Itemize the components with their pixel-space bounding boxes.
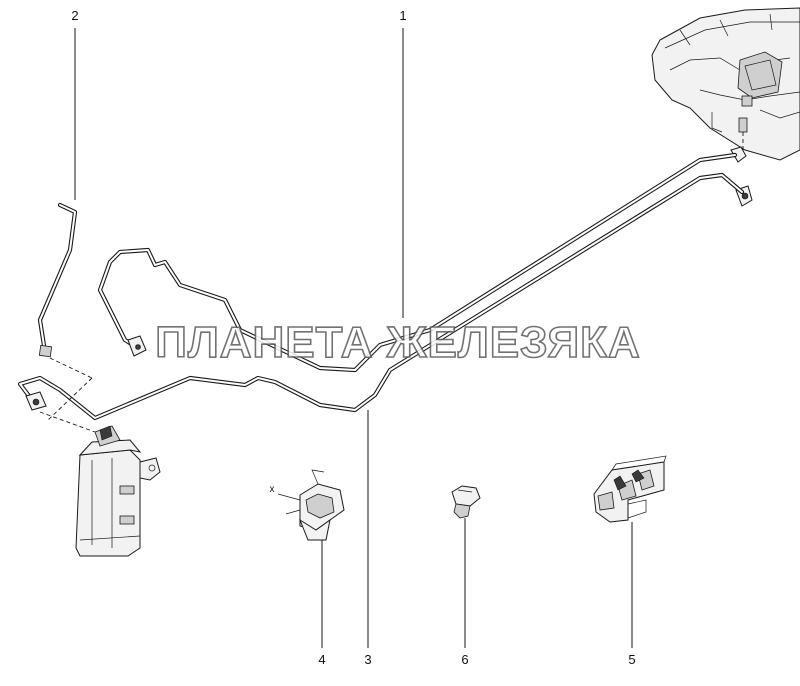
fuel-pipe-1 bbox=[97, 152, 738, 373]
clip-4 bbox=[277, 469, 345, 541]
dashed-line-canister bbox=[47, 377, 93, 421]
fuel-pipe-3 bbox=[17, 172, 745, 421]
callout-1: 1 bbox=[399, 8, 406, 23]
tank-fitting-upper bbox=[730, 117, 748, 163]
callout-2: 2 bbox=[71, 8, 78, 23]
grommet-6 bbox=[451, 485, 481, 519]
callout-6: 6 bbox=[461, 652, 468, 667]
dimension-x-label: x bbox=[270, 484, 275, 495]
charcoal-canister bbox=[75, 425, 161, 557]
fuel-tank bbox=[651, 7, 800, 161]
vent-hose-2 bbox=[37, 202, 78, 358]
callout-5: 5 bbox=[628, 652, 635, 667]
dashed-line-pipe-end bbox=[39, 411, 96, 433]
watermark-text: ПЛАНЕТА ЖЕЛЕЗЯКА bbox=[155, 318, 641, 367]
multi-clip-5 bbox=[593, 455, 667, 523]
callout-3: 3 bbox=[364, 652, 371, 667]
callout-4: 4 bbox=[318, 652, 325, 667]
dashed-line-hose bbox=[49, 357, 93, 379]
